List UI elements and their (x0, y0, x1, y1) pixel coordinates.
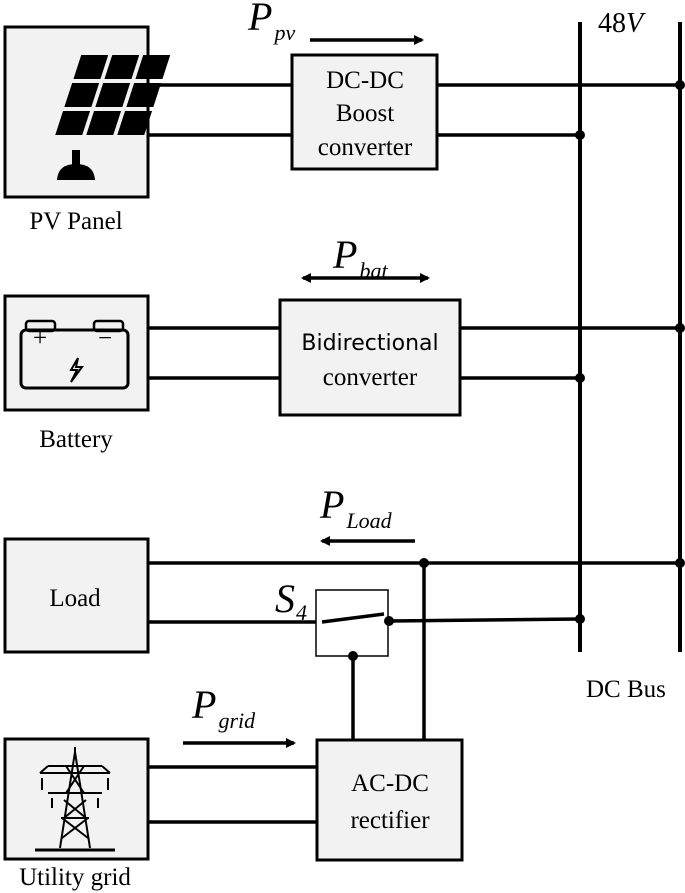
load-power-label: PLoad (319, 482, 393, 533)
junction-dot (575, 373, 585, 383)
svg-text:+: + (33, 325, 47, 352)
junction-dot (675, 323, 685, 333)
grid-power-label: Pgrid (191, 682, 256, 733)
pv-panel-label: PV Panel (29, 208, 122, 235)
battery-icon: + − (19, 319, 130, 390)
load-label: Load (49, 585, 101, 612)
rectifier-line1: AC-DC (351, 770, 429, 797)
boost-converter-line3: converter (318, 134, 413, 161)
junction-dot (675, 558, 685, 568)
boost-converter-line2: Boost (336, 100, 394, 127)
boost-converter-line1: DC-DC (326, 67, 404, 94)
bus-voltage-label: 48V (598, 8, 646, 39)
bidirectional-converter-line1: Bidirectional (301, 331, 438, 356)
junction-dot (575, 614, 585, 624)
dc-bus (578, 22, 682, 652)
junction-dot (675, 80, 685, 90)
svg-text:−: − (98, 325, 112, 352)
dc-bus-label: DC Bus (586, 676, 666, 703)
battery-box (3, 294, 150, 412)
bidirectional-converter-line2: converter (323, 364, 418, 391)
utility-grid-label: Utility grid (19, 864, 131, 891)
transmission-tower-icon (35, 747, 115, 852)
switch-box (315, 589, 389, 657)
solar-panel-icon (55, 55, 171, 180)
pv-power-label: Ppv (247, 0, 295, 45)
battery-power-label: Pbat (332, 232, 388, 283)
switch-label: S4 (275, 576, 307, 625)
battery-label: Battery (39, 426, 113, 453)
boost-converter-box (290, 53, 439, 171)
switch-to-bus-wire (388, 617, 581, 623)
junction-dot (575, 130, 585, 140)
rectifier-line2: rectifier (350, 807, 430, 834)
switch-blade (321, 612, 385, 624)
load-box (3, 537, 150, 654)
bidirectional-converter-box (278, 298, 462, 417)
rectifier-box (315, 738, 464, 862)
